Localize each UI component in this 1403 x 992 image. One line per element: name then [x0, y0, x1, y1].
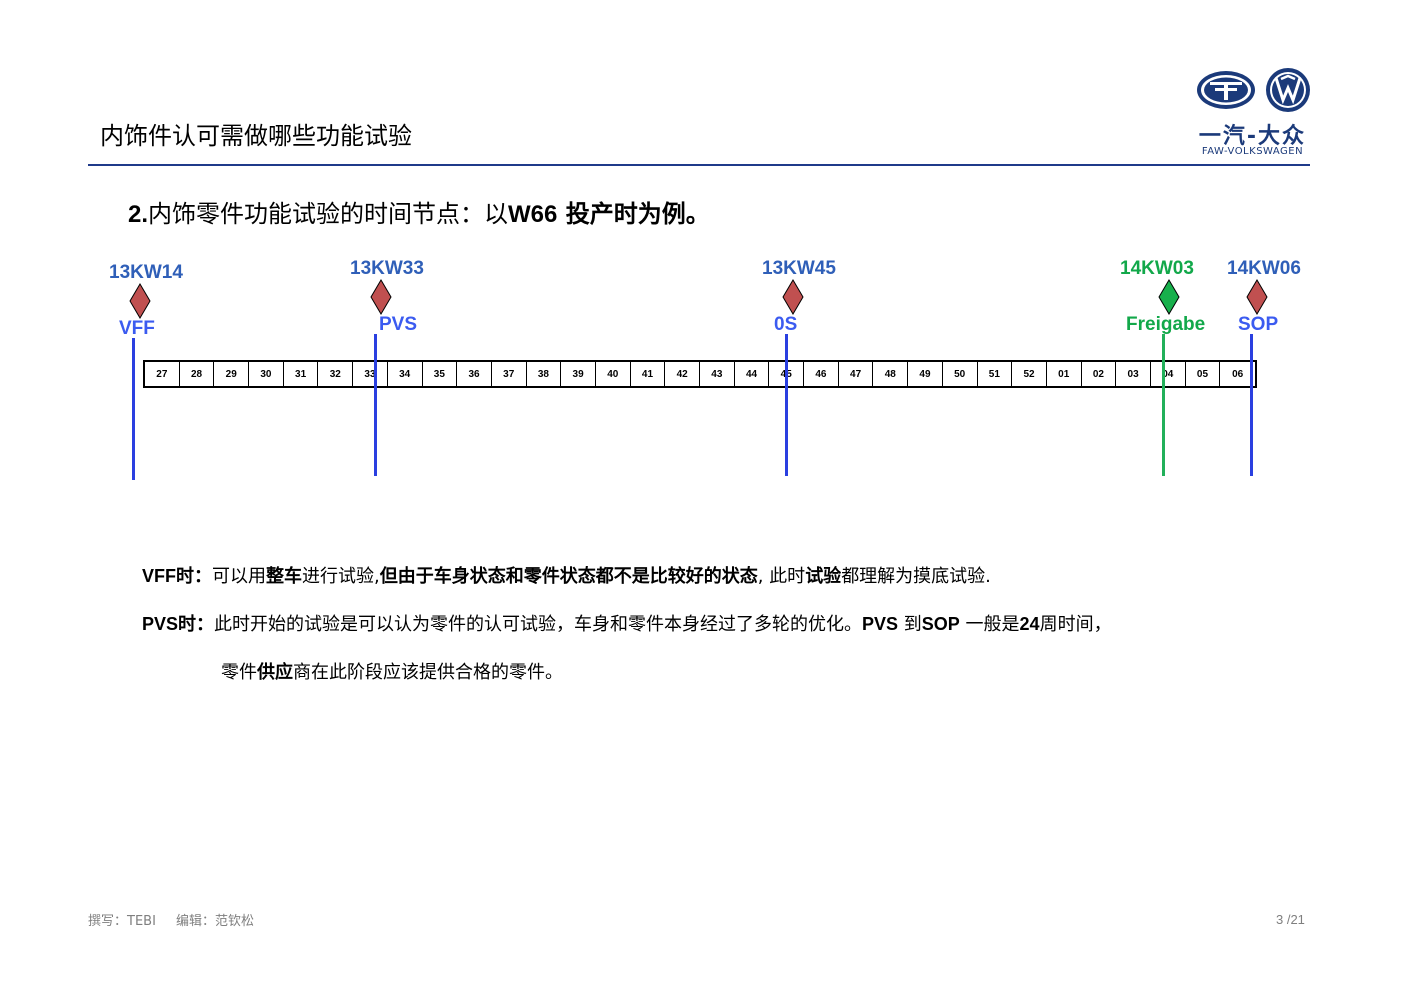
week-cell: 38	[527, 362, 562, 386]
milestone-diamond-freigabe-icon	[1158, 279, 1180, 315]
week-cell: 35	[423, 362, 458, 386]
paragraph-vff-text-b: 整车	[266, 566, 302, 587]
week-cell: 04	[1151, 362, 1186, 386]
paragraph-pvs-text-e: 一般是	[959, 614, 1020, 635]
week-cell: 30	[249, 362, 284, 386]
page-number: 3 /21	[1276, 912, 1305, 927]
milestone-label-pvs: PVS	[379, 314, 418, 335]
week-cell: 39	[561, 362, 596, 386]
logo-text-en: FAW-VOLKSWAGEN	[1201, 146, 1304, 157]
marker-line-pvs	[374, 334, 377, 476]
paragraph-vff-text-f: 试验	[805, 566, 842, 587]
week-cell: 41	[631, 362, 666, 386]
week-cell: 33	[353, 362, 388, 386]
week-cell: 48	[873, 362, 909, 386]
paragraph-vff-text-a: 可以用	[212, 566, 266, 587]
paragraph-vff: VFF时：可以用整车进行试验,但由于车身状态和零件状态都不是比较好的状态, 此时…	[142, 562, 991, 588]
milestone-label-vff: VFF	[119, 318, 155, 339]
paragraph-supplier-text-c: 商在此阶段应该提供合格的零件。	[293, 662, 563, 683]
page-title: 内饰件认可需做哪些功能试验	[100, 122, 412, 150]
paragraph-supplier-text-b: 供应	[257, 662, 293, 683]
logo-text-cn: 一汽-大众	[1198, 124, 1307, 149]
week-cell: 44	[735, 362, 770, 386]
footer-editor: 范钦松	[214, 914, 254, 929]
milestone-diamond-vff-icon	[129, 283, 151, 319]
milestone-week-freigabe: 14KW03	[1120, 258, 1194, 279]
week-cell: 28	[180, 362, 215, 386]
milestone-week-sop: 14KW06	[1227, 258, 1301, 279]
faw-vw-logo: 一汽-大众 FAW-VOLKSWAGEN	[1190, 66, 1315, 161]
paragraph-vff-text-d: 但由于车身状态和零件状态都不是比较好的状态	[379, 566, 758, 587]
paragraph-vff-text-e: , 此时	[757, 566, 806, 587]
milestone-diamond-0s-icon	[782, 279, 804, 315]
milestone-week-pvs: 13KW33	[350, 258, 424, 279]
marker-line-0s	[785, 334, 788, 476]
paragraph-supplier: 零件供应商在此阶段应该提供合格的零件。	[221, 658, 563, 684]
week-cell: 02	[1082, 362, 1117, 386]
week-cell: 29	[214, 362, 250, 386]
week-cell: 37	[492, 362, 527, 386]
section-model: W66	[508, 201, 558, 228]
paragraph-pvs-text-g: 周时间，	[1039, 614, 1112, 635]
paragraph-pvs-text-d: SOP	[921, 614, 960, 634]
week-cell: 47	[839, 362, 874, 386]
milestone-label-sop: SOP	[1238, 314, 1279, 335]
paragraph-pvs-text-c: 到	[898, 614, 922, 635]
paragraph-supplier-text-a: 零件	[221, 662, 257, 683]
logo-emblems-icon	[1197, 68, 1310, 112]
week-cell: 52	[1012, 362, 1047, 386]
paragraph-vff-lead: VFF	[142, 566, 176, 586]
paragraph-pvs-text-b: PVS	[862, 614, 899, 634]
paragraph-pvs-text-f: 24	[1019, 614, 1040, 634]
paragraph-pvs: PVS时：此时开始的试验是可以认为零件的认可试验，车身和零件本身经过了多轮的优化…	[142, 610, 1112, 636]
week-cell: 27	[145, 362, 180, 386]
section-title-text: 内饰零件功能试验的时间节点：以	[148, 200, 509, 228]
marker-line-vff	[132, 338, 135, 480]
footer-writer: TEBI	[127, 914, 156, 929]
marker-line-freigabe	[1162, 334, 1165, 476]
week-cell: 03	[1116, 362, 1151, 386]
milestone-week-0s: 13KW45	[762, 258, 836, 279]
week-cell: 51	[978, 362, 1013, 386]
week-cell: 34	[388, 362, 423, 386]
milestone-diamond-pvs-icon	[370, 279, 392, 315]
paragraph-pvs-text-a: 此时开始的试验是可以认为零件的认可试验，车身和零件本身经过了多轮的优化。	[214, 614, 863, 635]
paragraph-vff-text-c: 进行试验,	[302, 566, 380, 587]
paragraph-pvs-lead-suffix: 时：	[178, 614, 215, 635]
week-cell: 06	[1232, 368, 1244, 380]
footer-credits: 撰写：TEBI 编辑：范钦松	[88, 910, 254, 929]
week-cell: 01	[1047, 362, 1082, 386]
milestone-label-freigabe: Freigabe	[1126, 314, 1206, 335]
footer-writer-label: 撰写：	[88, 914, 128, 929]
week-cell: 50	[943, 362, 978, 386]
paragraph-pvs-lead: PVS	[142, 614, 179, 634]
footer-editor-label: 编辑：	[175, 914, 215, 929]
paragraph-vff-lead-suffix: 时：	[176, 566, 212, 587]
header-divider	[88, 164, 1310, 166]
week-cell: 42	[665, 362, 700, 386]
section-title: 2.内饰零件功能试验的时间节点：以W66 投产时为例。	[128, 194, 710, 229]
week-cell: 43	[700, 362, 735, 386]
week-cell: 32	[318, 362, 354, 386]
marker-line-sop	[1250, 334, 1253, 476]
week-cell: 49	[908, 362, 943, 386]
week-cell: 40	[596, 362, 631, 386]
paragraph-vff-text-g: 都理解为摸底试验.	[841, 566, 991, 587]
section-title-tail: 投产时为例。	[557, 200, 710, 228]
milestone-label-0s: 0S	[774, 314, 798, 335]
section-number: 2.	[128, 201, 149, 228]
week-cell: 36	[457, 362, 492, 386]
week-cell: 05	[1186, 362, 1221, 386]
week-cell: 31	[284, 362, 319, 386]
milestone-week-vff: 13KW14	[109, 262, 183, 283]
week-timeline-table: 2728293031323334353637383940414243444546…	[143, 360, 1257, 388]
milestone-diamond-sop-icon	[1246, 279, 1268, 315]
week-cell: 46	[804, 362, 839, 386]
